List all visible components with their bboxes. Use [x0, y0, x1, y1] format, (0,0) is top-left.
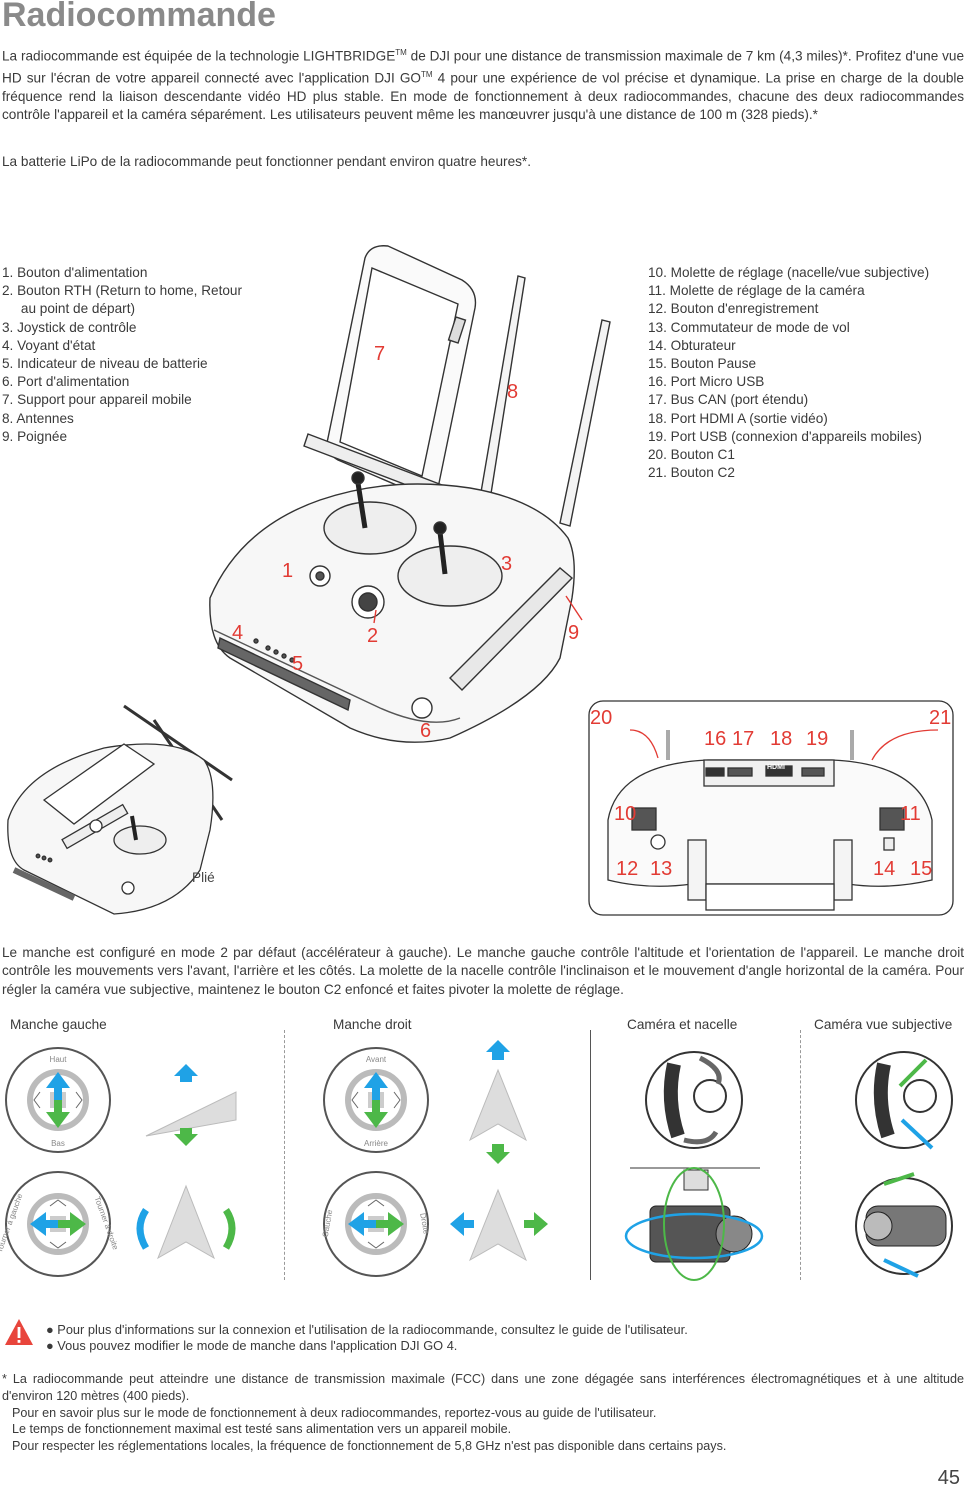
label-bas: Bas — [51, 1139, 65, 1148]
list-item: 19. Port USB (connexion d'appareils mobi… — [648, 428, 922, 444]
list-item: 12. Bouton d'enregistrement — [648, 301, 819, 317]
list-item: 17. Bus CAN (port étendu) — [648, 392, 809, 408]
footnote: * La radiocommande peut atteindre une di… — [2, 1372, 964, 1403]
right-stick-diagrams: Avant Arrière Gauche Droite — [321, 1040, 548, 1277]
col-title-fpv-camera: Caméra vue subjective — [814, 1017, 953, 1032]
col-title-left-stick: Manche gauche — [10, 1017, 107, 1032]
list-item: 13. Commutateur de mode de vol — [648, 319, 850, 335]
list-item: 9. Poignée — [2, 428, 68, 444]
list-item: 2. Bouton RTH (Return to home, Retour — [2, 283, 243, 299]
folded-controller-illustration — [7, 704, 233, 915]
intro-paragraph: La radiocommande est équipée de la techn… — [2, 48, 964, 123]
note-1: ● Pour plus d'informations sur la connex… — [46, 1322, 688, 1337]
callout-6: 6 — [420, 720, 432, 742]
callout-1: 1 — [282, 560, 294, 582]
footnote: Pour respecter les réglementations local… — [12, 1439, 727, 1454]
stick-mode-paragraph: Le manche est configuré en mode 2 par dé… — [2, 945, 964, 997]
col-title-right-stick: Manche droit — [333, 1017, 412, 1032]
callout-12: 12 — [616, 858, 639, 880]
parts-list-right: 10. Molette de réglage (nacelle/vue subj… — [648, 264, 929, 482]
col-title-camera-gimbal: Caméra et nacelle — [627, 1017, 738, 1032]
hdmi-port-label: HDMI — [767, 764, 785, 771]
left-stick-diagrams: Haut Bas Tourner à gauche Tourner à droi… — [0, 1047, 237, 1277]
callout-16: 16 — [704, 728, 727, 750]
list-item: 11. Molette de réglage de la caméra — [648, 283, 865, 299]
footnote: Pour en savoir plus sur le mode de fonct… — [12, 1405, 657, 1420]
callout-13: 13 — [650, 858, 673, 880]
callout-21: 21 — [929, 707, 952, 729]
controller-rear-view — [588, 700, 954, 916]
page-title: Radiocommande — [2, 0, 276, 34]
camera-gimbal-diagrams — [624, 1051, 764, 1281]
list-item: 1. Bouton d'alimentation — [2, 265, 148, 280]
divider — [800, 1030, 801, 1280]
list-item: au point de départ) — [2, 301, 136, 317]
page-number: 45 — [937, 1467, 960, 1489]
callout-19: 19 — [806, 728, 829, 750]
label-droite: Droite — [418, 1212, 431, 1235]
footnotes: * La radiocommande peut atteindre une di… — [2, 1371, 964, 1455]
callout-4: 4 — [232, 622, 244, 644]
divider — [284, 1030, 285, 1280]
callout-20: 20 — [590, 707, 613, 729]
list-item: 21. Bouton C2 — [648, 465, 735, 481]
list-item: 14. Obturateur — [648, 337, 736, 353]
list-item: 18. Port HDMI A (sortie vidéo) — [648, 410, 828, 426]
callout-8: 8 — [507, 381, 519, 403]
list-item: 6. Port d'alimentation — [2, 374, 130, 390]
list-item: 16. Port Micro USB — [648, 374, 765, 390]
warning-icon — [5, 1319, 33, 1345]
callout-7: 7 — [374, 343, 386, 365]
parts-list-left: 1. Bouton d'alimentation 2. Bouton RTH (… — [2, 264, 242, 446]
footnote: Le temps de fonctionnement maximal est t… — [12, 1422, 512, 1437]
callout-3: 3 — [501, 553, 513, 575]
list-item: 10. Molette de réglage (nacelle/vue subj… — [648, 265, 930, 280]
note-2: ● Vous pouvez modifier le mode de manche… — [46, 1338, 458, 1353]
list-item: 15. Bouton Pause — [648, 356, 757, 372]
list-item: 5. Indicateur de niveau de batterie — [2, 356, 208, 372]
fpv-camera-diagrams — [855, 1051, 953, 1278]
callout-9: 9 — [568, 622, 580, 644]
list-item: 7. Support pour appareil mobile — [2, 392, 192, 408]
list-item: 3. Joystick de contrôle — [2, 319, 137, 335]
list-item: 20. Bouton C1 — [648, 447, 735, 463]
remote-controller-illustration — [209, 245, 611, 743]
callout-14: 14 — [873, 858, 896, 880]
folded-label: Plié — [192, 870, 215, 885]
callout-18: 18 — [770, 728, 793, 750]
callout-10: 10 — [614, 803, 637, 825]
divider — [590, 1030, 591, 1280]
battery-paragraph: La batterie LiPo de la radiocommande peu… — [2, 154, 532, 169]
list-item: 4. Voyant d'état — [2, 337, 96, 353]
callout-5: 5 — [292, 653, 304, 675]
label-arriere: Arrière — [364, 1139, 389, 1148]
list-item: 8. Antennes — [2, 410, 74, 426]
callout-11: 11 — [900, 803, 921, 825]
label-haut: Haut — [50, 1055, 68, 1064]
callout-15: 15 — [910, 858, 933, 880]
label-avant: Avant — [366, 1055, 387, 1064]
callout-17: 17 — [732, 728, 755, 750]
callout-2: 2 — [367, 625, 379, 647]
